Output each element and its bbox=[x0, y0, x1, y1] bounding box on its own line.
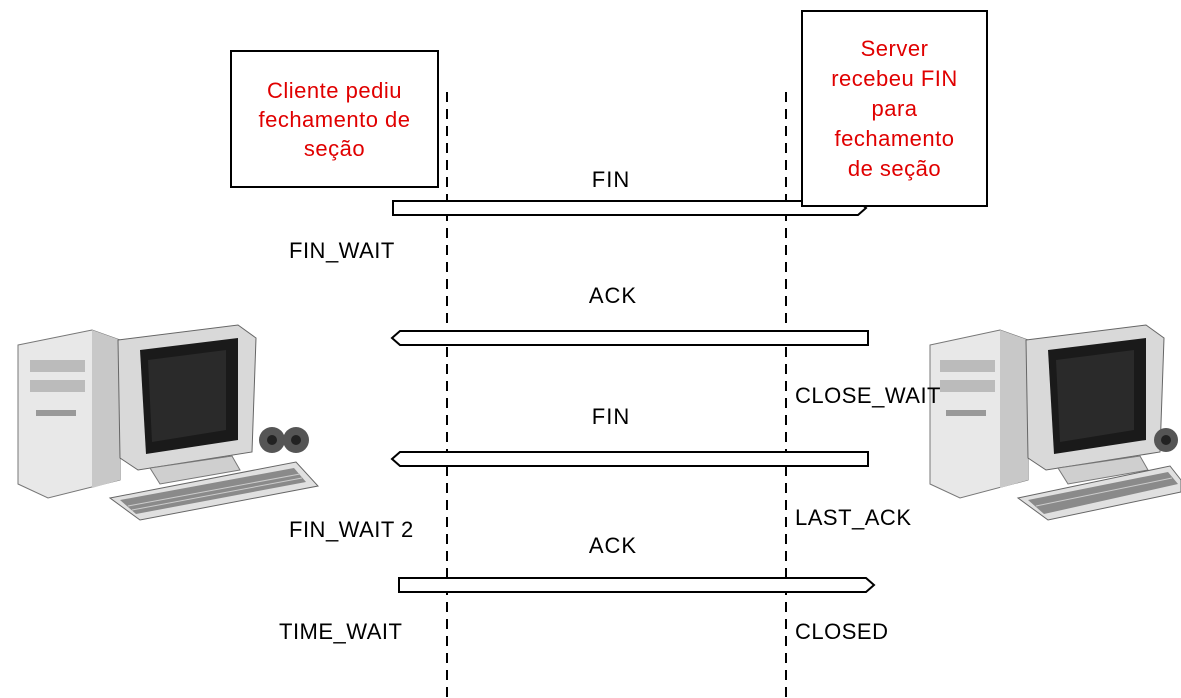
arrow-fin-client-to-server bbox=[393, 201, 866, 215]
server-state-last-ack: LAST_ACK bbox=[795, 505, 912, 531]
message-label-1: FIN bbox=[551, 167, 671, 193]
message-label-4: ACK bbox=[553, 533, 673, 559]
client-note-text: Cliente pediu fechamento de seção bbox=[258, 76, 410, 163]
server-note-box: Server recebeu FIN para fechamento de se… bbox=[801, 10, 988, 207]
client-computer-icon bbox=[18, 325, 318, 520]
arrow-fin-server-to-client bbox=[392, 452, 868, 466]
client-state-fin-wait-2: FIN_WAIT 2 bbox=[289, 517, 414, 543]
arrow-ack-client-to-server bbox=[399, 578, 874, 592]
message-label-2: ACK bbox=[553, 283, 673, 309]
arrow-ack-server-to-client bbox=[392, 331, 868, 345]
server-state-close-wait: CLOSE_WAIT bbox=[795, 383, 941, 409]
client-state-fin-wait: FIN_WAIT bbox=[289, 238, 395, 264]
client-note-box: Cliente pediu fechamento de seção bbox=[230, 50, 439, 188]
server-note-text: Server recebeu FIN para fechamento de se… bbox=[831, 34, 958, 184]
client-state-time-wait: TIME_WAIT bbox=[279, 619, 402, 645]
server-computer-icon bbox=[930, 325, 1181, 520]
server-state-closed: CLOSED bbox=[795, 619, 888, 645]
message-label-3: FIN bbox=[551, 404, 671, 430]
